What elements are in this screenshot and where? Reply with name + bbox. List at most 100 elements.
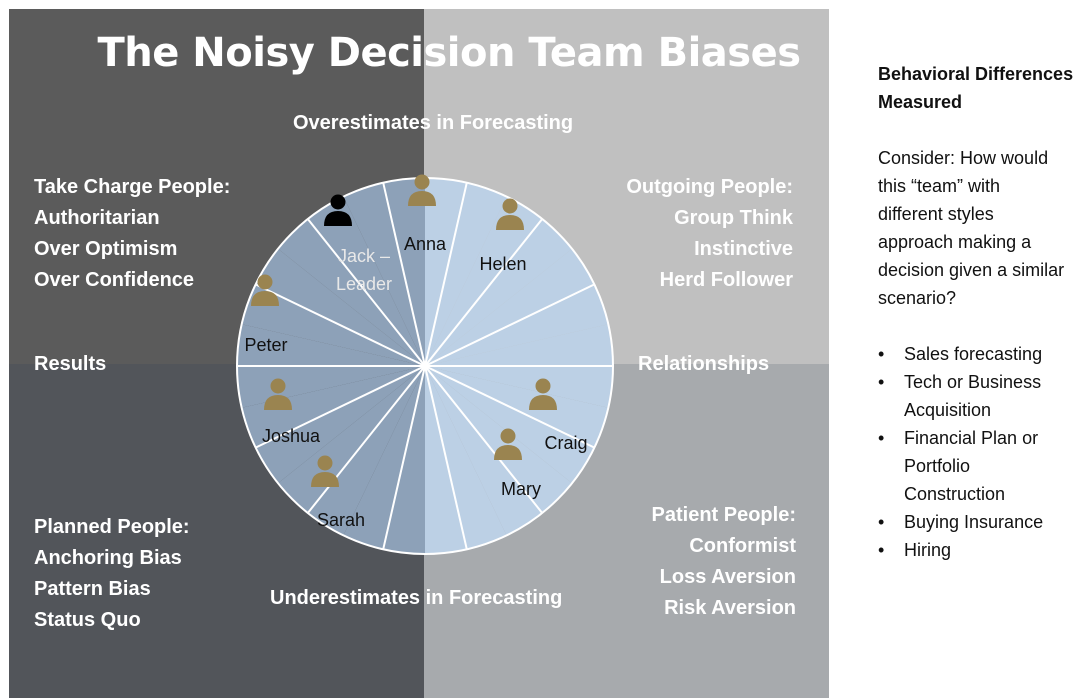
sidebar-notes: Behavioral Differences Measured Consider… [878,60,1078,564]
person-name: Craig [544,433,587,453]
list-item-line: Construction [904,484,1006,504]
sidebar-heading-line: Measured [878,92,963,112]
person-icon [529,378,557,410]
person-body [496,215,524,230]
person-head [330,194,346,210]
axis-label-right: Relationships [638,353,770,375]
quadrant-trait: Conformist [689,535,796,557]
wheel-wedge [278,196,425,366]
quadrant-heading: Patient People: [651,504,796,526]
list-item: Tech or Business Acquisition [878,368,1078,424]
axis-label-bottom: Underestimates in Forecasting [270,587,563,609]
quadrant-trait: Loss Aversion [659,566,796,588]
person-icon-leader [324,194,352,226]
person-name: Jack – [338,246,390,266]
sidebar-question-line: approach making a [878,232,1032,252]
person-body [251,291,279,306]
list-item: Sales forecasting [878,340,1078,368]
quadrant-text-bottom-left: Planned People: Anchoring Bias Pattern B… [34,512,190,636]
wheel-wedge [343,366,425,554]
quadrant-heading: Outgoing People: [626,176,793,198]
wheel-wedge [241,248,425,366]
list-item: Buying Insurance [878,508,1078,536]
list-item: Financial Plan or Portfolio Construction [878,424,1078,508]
person-body [408,191,436,206]
person-head [270,378,286,394]
wheel-spoke [307,218,426,367]
list-item-line: Tech or Business [904,372,1042,392]
sidebar-question-line: different styles [878,204,994,224]
wheel-wedge [241,366,425,484]
person-head [535,378,551,394]
person-name: Mary [501,479,541,499]
wheel-wedge [425,248,609,366]
person-icon [251,274,279,306]
wheel-spoke [424,365,595,449]
wheel-spoke [255,283,426,367]
person-body [264,395,292,410]
wheel-spoke [255,365,426,449]
diagram-title: The Noisy Decision Team Biases [97,30,801,76]
quadrant-trait: Over Confidence [34,269,195,291]
team-members: Jack –LeaderAnnaHelenPeterJoshuaSarahCra… [244,174,588,530]
sidebar-question-line: scenario? [878,288,957,308]
person-head [414,174,430,190]
list-item: Hiring [878,536,1078,564]
person-icon [408,174,436,206]
axis-label-top: Overestimates in Forecasting [293,112,574,134]
person-body [494,445,522,460]
person-body [311,472,339,487]
person-head [500,428,516,444]
person-name: Sarah [317,510,365,530]
wheel-wedge [425,196,572,366]
person-name: Peter [244,335,287,355]
person-icon [311,455,339,487]
quadrant-trait: Instinctive [694,238,793,260]
person-icon [264,378,292,410]
person-name: Helen [479,254,526,274]
quadrant-text-top-left: Take Charge People: Authoritarian Over O… [34,172,230,296]
person-head [317,455,333,471]
wheel-spoke [424,283,595,367]
quadrant-trait: Over Optimism [34,238,178,260]
wheel-spokes [237,182,613,550]
quadrant-trait: Group Think [674,207,793,229]
list-item-line: Acquisition [904,400,992,420]
wheel-spoke [424,365,468,550]
wheel-wedge [343,177,425,366]
quadrant-trait: Risk Aversion [664,597,796,619]
sidebar-question-line: this “team” with [878,176,1001,196]
sidebar-question-line: Consider: How would [878,148,1049,168]
quadrant-trait: Authoritarian [34,207,160,229]
sidebar-question: Consider: How would this “team” with dif… [878,144,1078,312]
sidebar-heading: Behavioral Differences Measured [878,60,1078,116]
wheel-spoke [382,365,426,550]
sidebar-heading-line: Behavioral Differences [878,64,1074,84]
quadrant-heading: Take Charge People: [34,176,231,198]
quadrant-trait: Herd Follower [659,269,793,291]
person-icon [494,428,522,460]
person-icon [496,198,524,230]
wheel-wedge [425,366,507,555]
person-body [529,395,557,410]
list-item-line: Portfolio [904,456,971,476]
quadrant-text-bottom-right: Patient People: Conformist Loss Aversion… [652,500,796,624]
person-name: Joshua [262,426,321,446]
wheel-wedge [278,366,425,536]
scenario-list: Sales forecasting Tech or Business Acqui… [878,340,1078,564]
person-role: Leader [336,274,392,294]
wheel-spoke [424,365,543,514]
wheel-wedge [425,366,609,484]
axis-label-left: Results [34,353,107,375]
quadrant-trait: Pattern Bias [34,578,151,600]
wheel-spoke [424,182,468,367]
wheel-spoke [382,182,426,367]
list-item-line: Financial Plan or [904,428,1039,448]
wheel-wedge [425,177,507,366]
quadrant-trait: Anchoring Bias [34,547,182,569]
person-body [324,211,352,226]
person-head [502,198,518,214]
sidebar-question-line: decision given a similar [878,260,1065,280]
wheel-spoke [424,218,543,367]
